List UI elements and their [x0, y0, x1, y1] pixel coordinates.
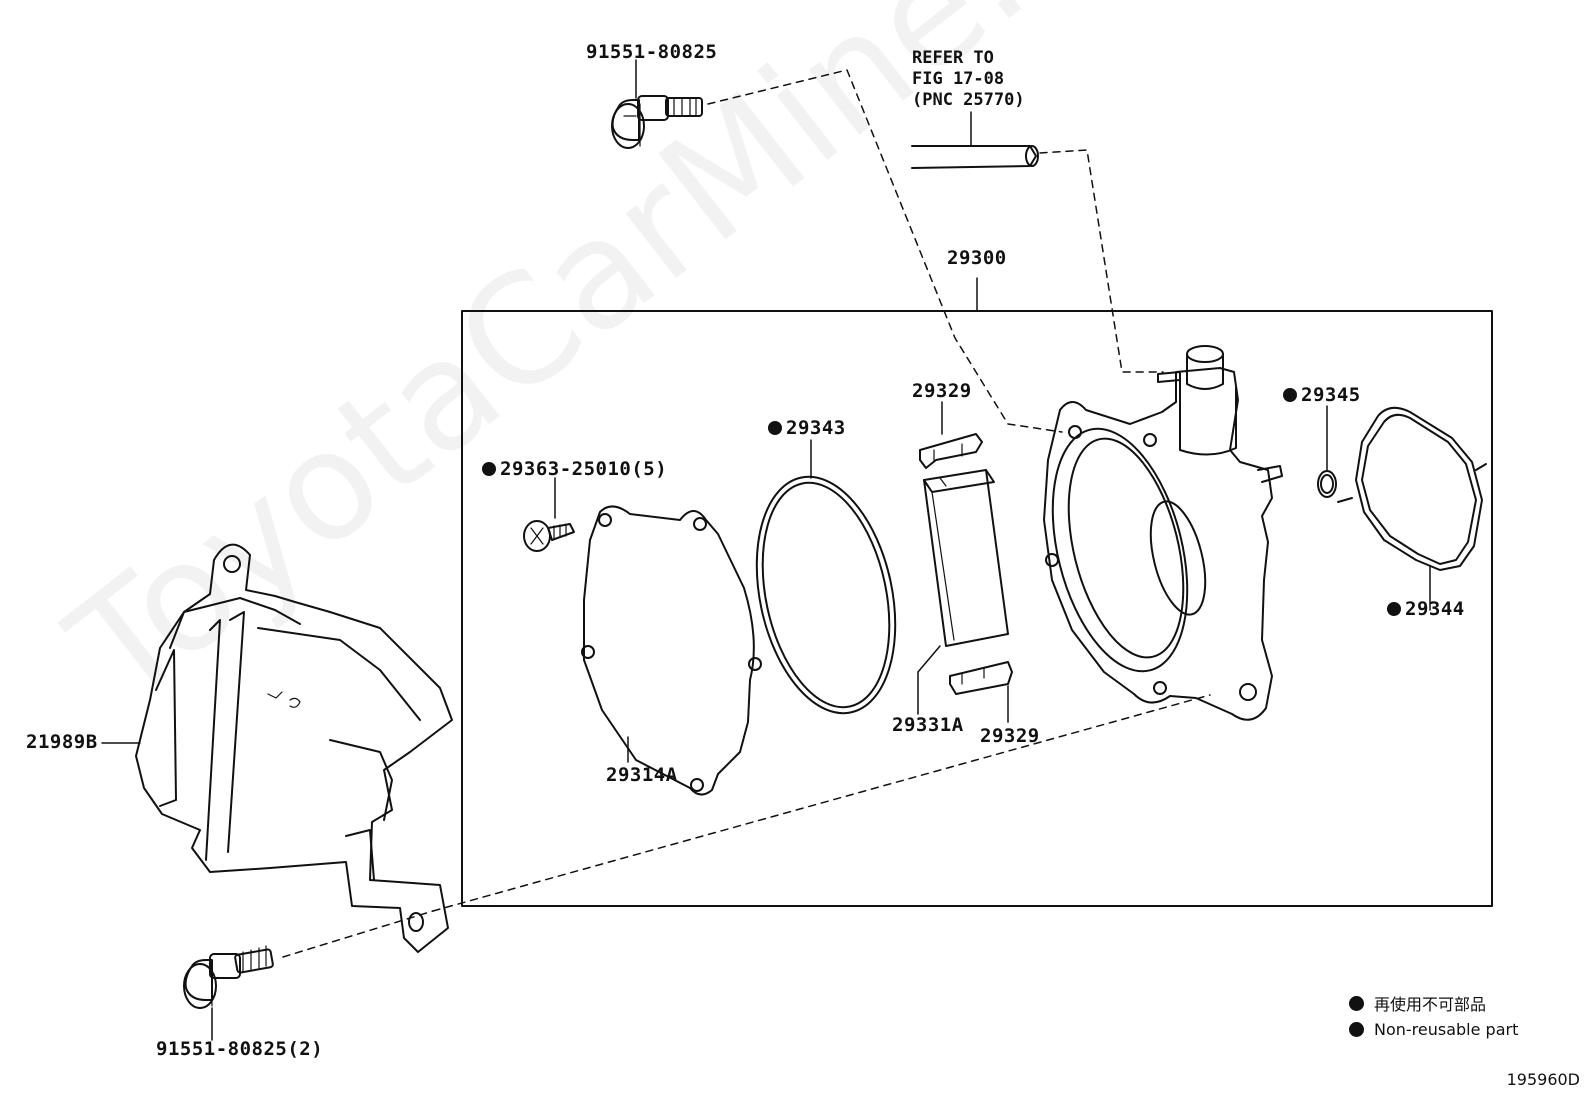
label-screw: 29363-25010(5) [482, 460, 667, 479]
plate-gasket-icon [581, 505, 762, 796]
label-screw-text: 29363-25010(5) [500, 458, 668, 480]
label-o-ring-small-text: 29345 [1301, 384, 1361, 406]
label-plate-gasket: 29314A [606, 764, 678, 786]
label-assembly: 29300 [947, 247, 1007, 269]
legend-en-text: Non-reusable part [1374, 1019, 1519, 1039]
vane-leader [917, 645, 941, 673]
drawing-code: 195960D [1506, 1070, 1580, 1089]
legend-jp-text: 再使用不可部品 [1374, 995, 1487, 1014]
legend-row-en: Non-reusable part [1349, 1016, 1518, 1042]
non-reusable-marker-icon [482, 462, 496, 476]
screw-icon [523, 520, 575, 552]
label-vane: 29331A [892, 714, 964, 736]
label-o-ring-large: 29343 [768, 419, 846, 438]
label-clip-top: 29329 [912, 380, 972, 402]
label-o-ring-small: 29345 [1283, 386, 1361, 405]
pump-housing-icon [1043, 345, 1283, 721]
dashed-lines [282, 69, 1211, 958]
hose-icon [911, 145, 1039, 169]
label-cover-bracket: 21989B [26, 731, 98, 753]
cover-bracket-icon [135, 543, 453, 953]
label-gasket-right: 29344 [1387, 600, 1465, 619]
label-gasket-right-text: 29344 [1405, 598, 1465, 620]
refer-note-line-3: (PNC 25770) [912, 90, 1025, 110]
refer-note-line-2: FIG 17-08 [912, 69, 1005, 89]
label-o-ring-large-text: 29343 [786, 417, 846, 439]
bolt-top-icon [611, 95, 703, 149]
o-ring-small-icon [1317, 470, 1337, 498]
o-ring-large-icon [755, 475, 897, 715]
clip-top-icon [919, 433, 983, 469]
label-clip-bottom: 29329 [980, 725, 1040, 747]
label-bolt-top: 91551-80825 [586, 41, 718, 63]
gasket-right-icon [1337, 406, 1487, 571]
vane-icon [923, 469, 1009, 647]
legend: 再使用不可部品 Non-reusable part [1349, 990, 1518, 1042]
refer-note: REFER TO FIG 17-08 (PNC 25770) [912, 48, 1025, 111]
non-reusable-marker-icon [1349, 995, 1364, 1011]
non-reusable-marker-icon [1387, 602, 1401, 616]
legend-row-jp: 再使用不可部品 [1349, 990, 1518, 1016]
label-bolt-bottom: 91551-80825(2) [156, 1038, 324, 1060]
clip-bottom-icon [949, 661, 1013, 695]
bolt-bottom-icon [183, 945, 274, 1009]
non-reusable-marker-icon [1349, 1021, 1364, 1037]
refer-note-line-1: REFER TO [912, 48, 994, 68]
non-reusable-marker-icon [768, 421, 782, 435]
non-reusable-marker-icon [1283, 388, 1297, 402]
